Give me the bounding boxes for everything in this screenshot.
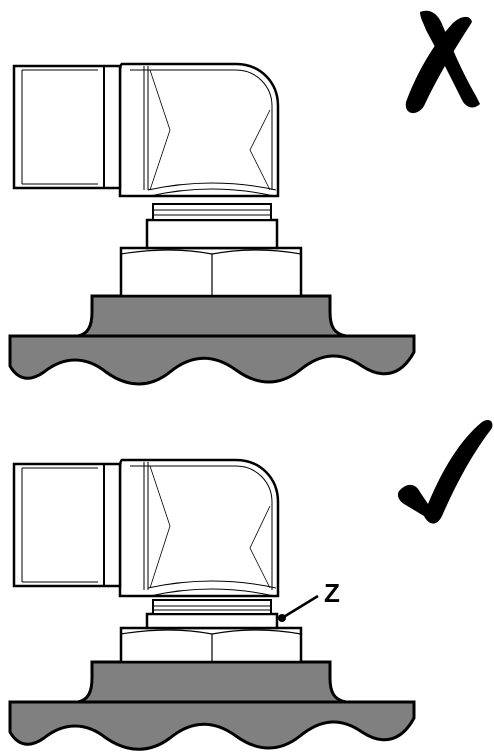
correct-installation-drawing: Z [8,420,493,751]
incorrect-installation-drawing [8,10,480,386]
correct-installation-panel: Z [0,400,494,753]
hex-nut [119,246,303,298]
callout-leader [281,594,319,620]
threaded-port [12,462,122,588]
callout-dot [278,614,286,622]
base-surface [8,700,416,751]
boss [77,660,347,704]
callout-label: Z [324,578,340,608]
boss [77,294,347,338]
threaded-port [12,64,122,190]
incorrect-installation-panel [8,10,480,386]
cross-icon [405,10,480,114]
base-surface [8,334,416,386]
hex-nut [119,626,303,664]
callout-z: Z [278,578,340,622]
checkmark-icon [397,420,493,524]
